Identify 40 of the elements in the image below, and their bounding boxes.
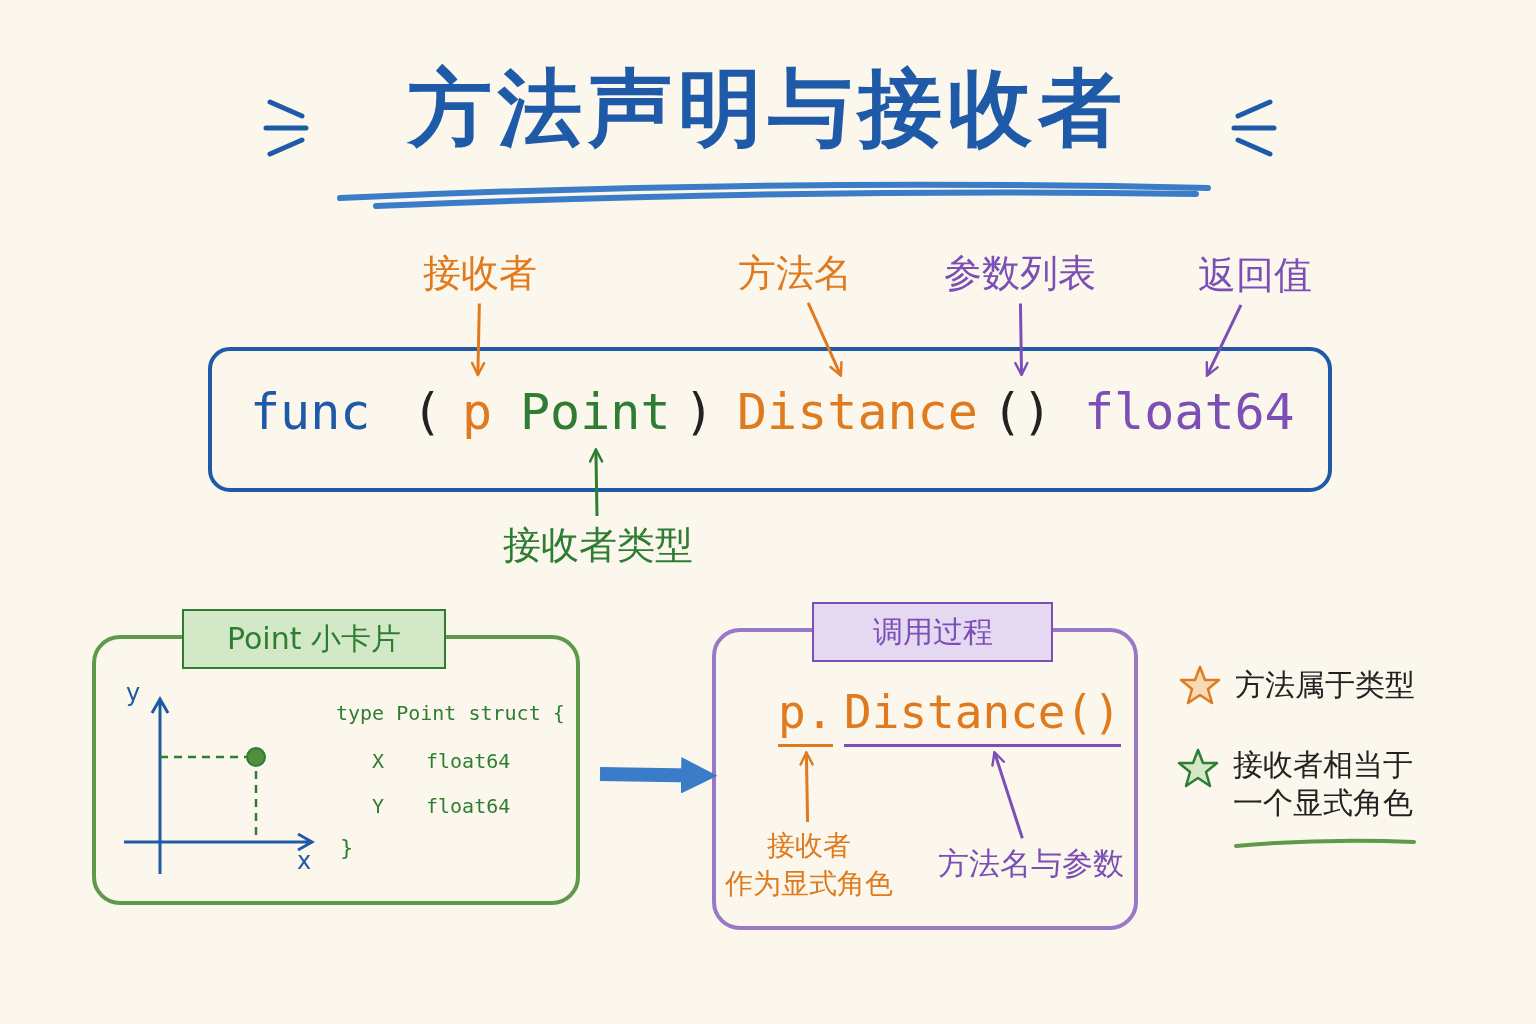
code-token: ) bbox=[684, 381, 715, 444]
leader-arrow bbox=[799, 751, 814, 823]
annotation-label: 接收者 bbox=[765, 828, 852, 863]
card-tab-title: 调用过程 bbox=[812, 602, 1053, 662]
leader-arrow bbox=[588, 448, 604, 517]
code-token: () bbox=[992, 381, 1053, 444]
code-token: Distance bbox=[737, 381, 978, 444]
block-arrow bbox=[599, 757, 718, 794]
leader-arrow bbox=[470, 303, 486, 377]
annotation-label: 返回值 bbox=[1185, 252, 1325, 300]
leader-arrow bbox=[806, 302, 843, 377]
code-line: } bbox=[340, 834, 354, 862]
code-token: p bbox=[462, 381, 493, 444]
annotation-label: 作为显式角色 bbox=[723, 866, 894, 901]
annotation-label: 参数列表 bbox=[925, 250, 1115, 298]
leader-arrow bbox=[1014, 303, 1029, 377]
card-tab-title: Point 小卡片 bbox=[182, 609, 446, 669]
code-token: Distance() bbox=[844, 684, 1121, 747]
title: 方法声明与接收者 bbox=[408, 58, 1128, 159]
field-name: X bbox=[372, 749, 385, 774]
leader-arrow bbox=[1205, 304, 1243, 377]
field-type: float64 bbox=[426, 794, 511, 819]
field-type: float64 bbox=[426, 749, 511, 774]
code-token: func bbox=[250, 381, 371, 444]
annotation-label: 方法名与参数 bbox=[928, 844, 1133, 883]
code-token: p. bbox=[778, 684, 834, 747]
code-box bbox=[208, 347, 1332, 492]
axis-label: y bbox=[126, 678, 141, 708]
note-text: 接收者相当于一个显式角色 bbox=[1233, 746, 1414, 821]
annotation-label: 接收者类型 bbox=[480, 522, 715, 570]
field-name: Y bbox=[372, 794, 385, 819]
leader-arrow bbox=[991, 751, 1024, 839]
code-token: float64 bbox=[1084, 381, 1295, 444]
axis-label: x bbox=[297, 846, 312, 876]
code-token: ( bbox=[412, 381, 443, 444]
annotation-label: 方法名 bbox=[725, 250, 865, 298]
code-line: type Point struct { bbox=[336, 701, 565, 726]
note-text: 方法属于类型 bbox=[1235, 666, 1415, 704]
annotation-label: 接收者 bbox=[405, 250, 555, 298]
code-token: Point bbox=[520, 381, 671, 444]
